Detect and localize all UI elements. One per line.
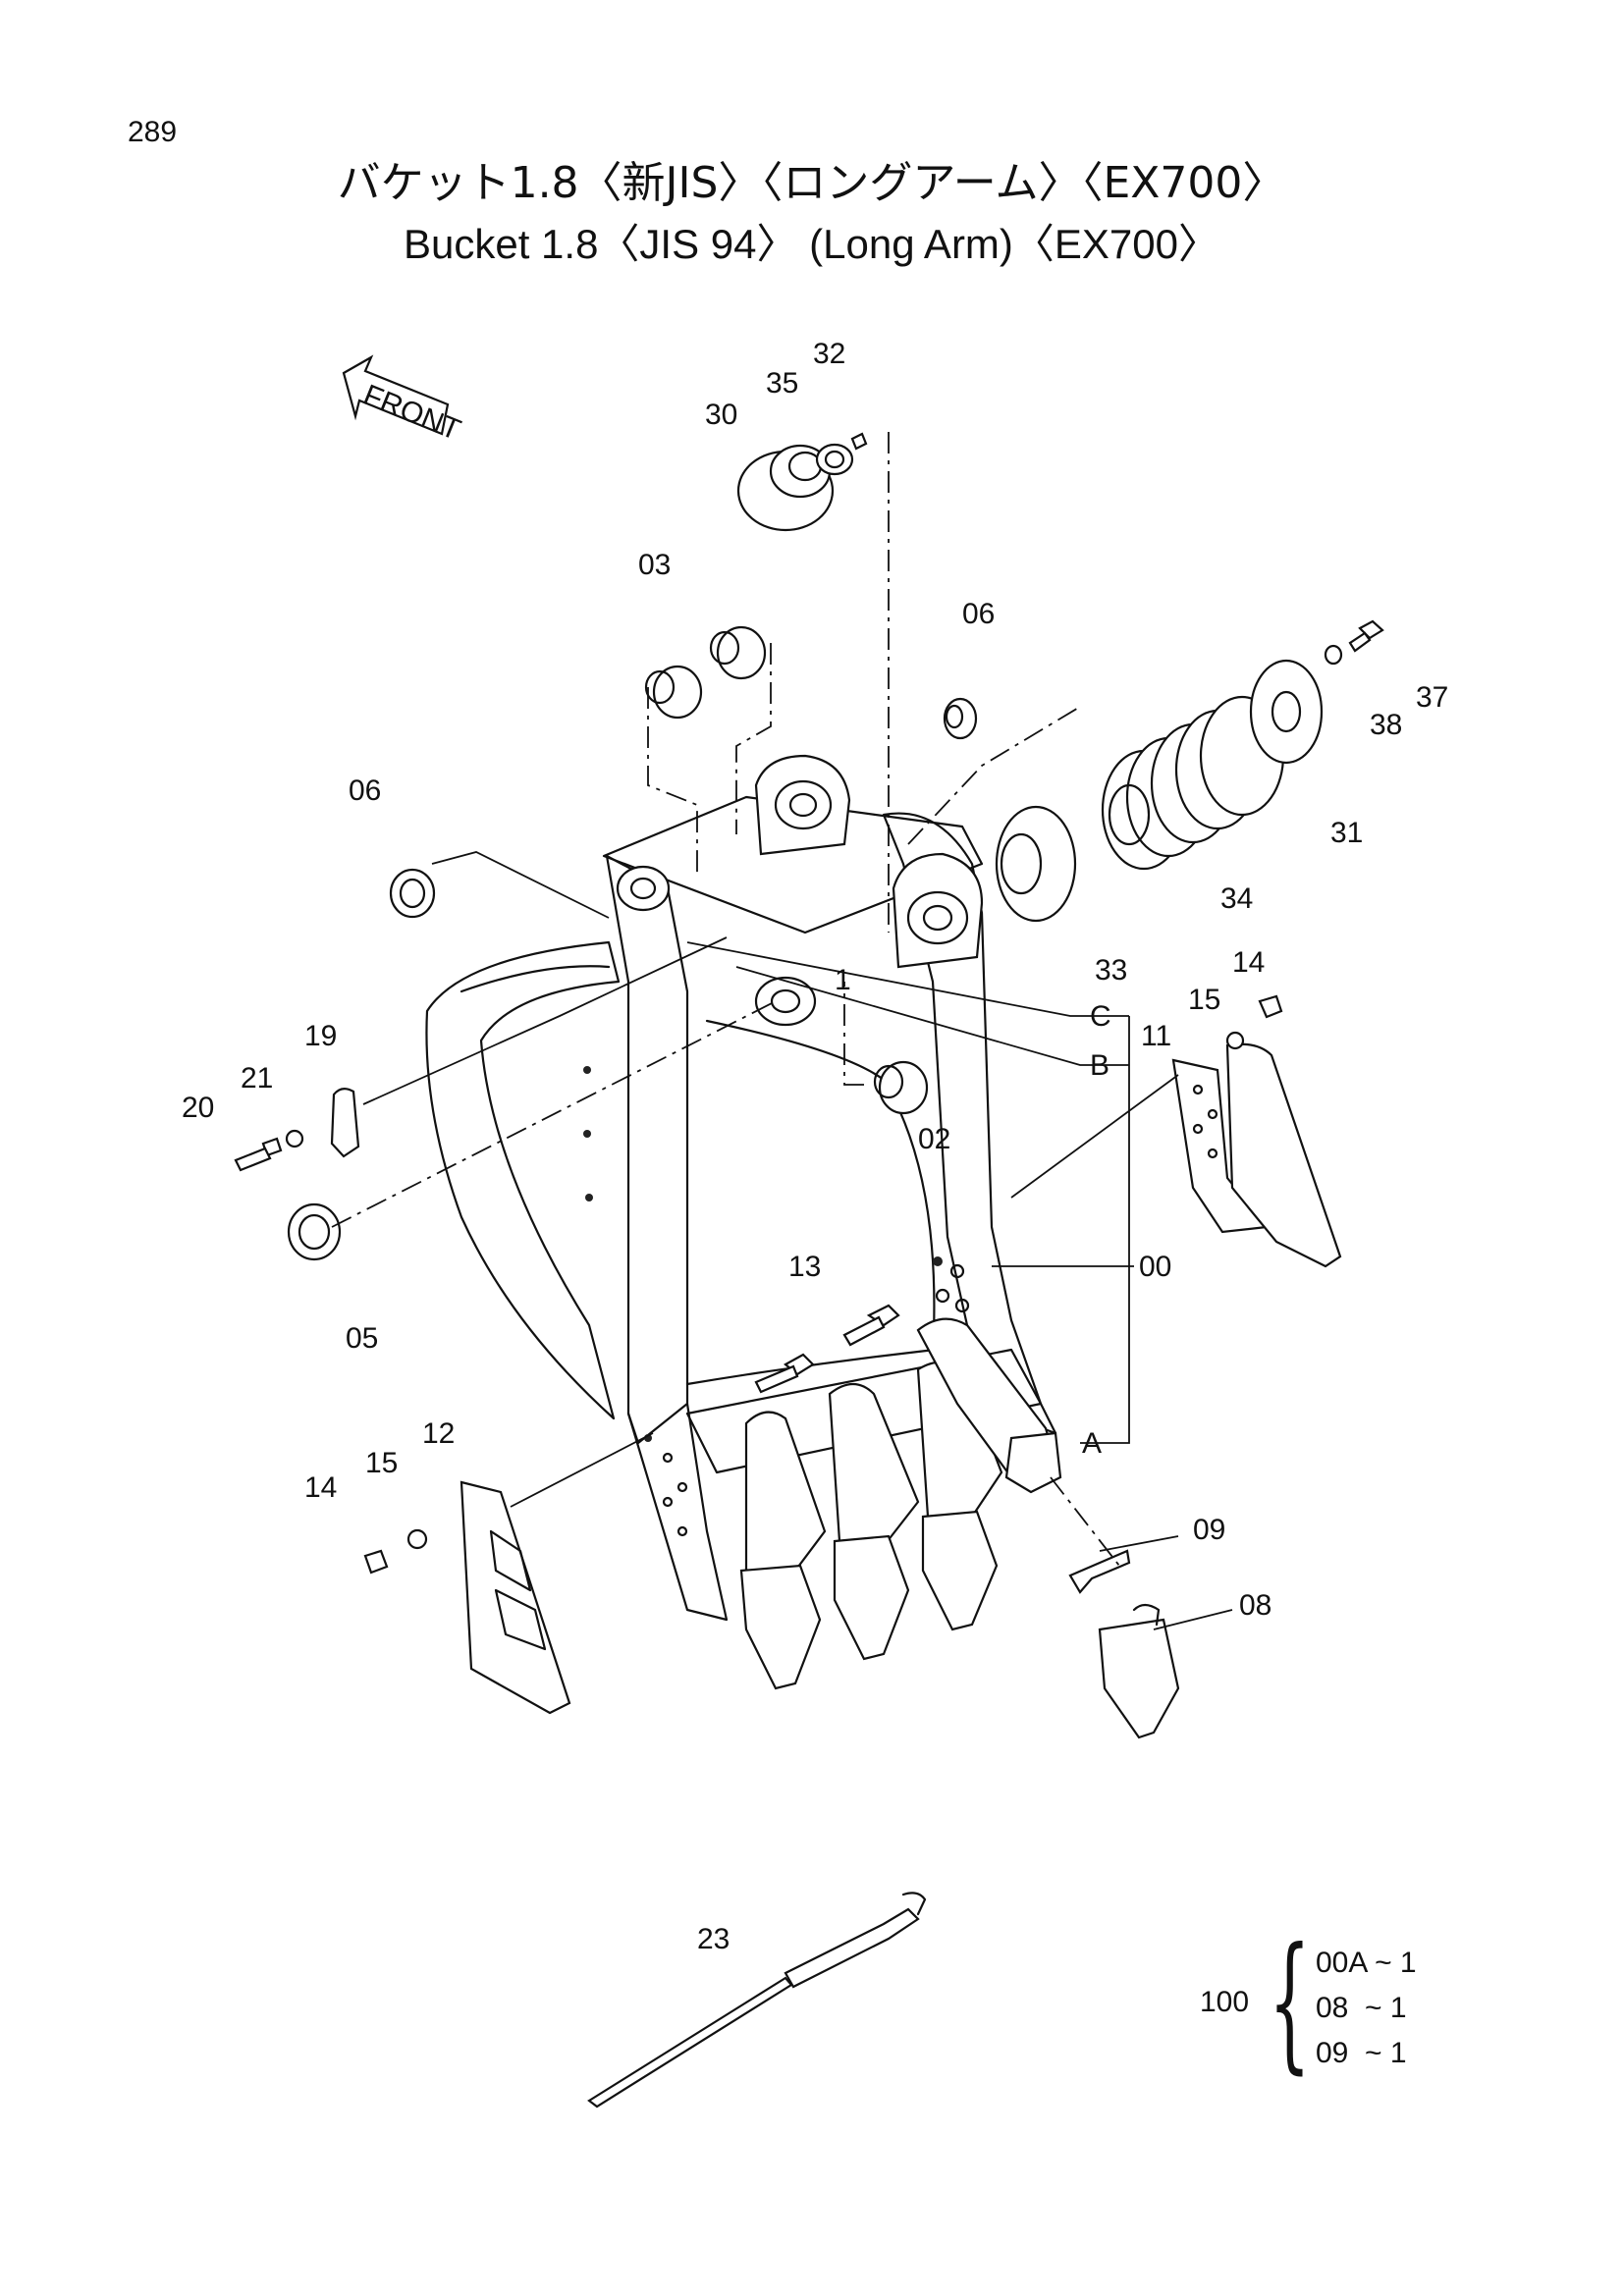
- callout-03: 03: [638, 549, 671, 581]
- callout-20: 20: [182, 1092, 214, 1124]
- assembly-part: 00A: [1316, 1947, 1367, 1979]
- callout-09: 09: [1193, 1514, 1225, 1546]
- callout-31: 31: [1330, 817, 1363, 849]
- callout-00: 00: [1139, 1251, 1171, 1283]
- callout-06-left: 06: [349, 774, 381, 807]
- callout-02: 02: [918, 1123, 950, 1155]
- callout-06-right: 06: [962, 598, 995, 630]
- title-english: Bucket 1.8〈JIS 94〉 (Long Arm)〈EX700〉: [403, 221, 1220, 267]
- callout-21: 21: [241, 1062, 273, 1095]
- assembly-legend: 100 { 00A ~ 1 08 ~ 1 09 ~ 1: [1200, 1929, 1455, 2076]
- bucket-body: [425, 754, 1342, 1715]
- assembly-qty: ~ 1: [1365, 2037, 1407, 2069]
- assembly-center-lines: [331, 432, 1120, 1567]
- assembly-items: 00A ~ 1 08 ~ 1 09 ~ 1: [1316, 1941, 1417, 2076]
- callout-1: 1: [835, 964, 851, 996]
- callout-37: 37: [1416, 681, 1448, 714]
- assembly-qty: ~ 1: [1375, 1947, 1417, 1979]
- page-number: 289: [128, 116, 178, 148]
- callout-13: 13: [788, 1251, 821, 1283]
- bucket-teeth: [739, 1304, 1180, 1739]
- callout-08: 08: [1239, 1589, 1271, 1622]
- callout-12: 12: [422, 1417, 455, 1450]
- callout-15-right: 15: [1188, 984, 1220, 1016]
- title-japanese: バケット1.8〈新JIS〉〈ロングアーム〉〈EX700〉: [337, 158, 1286, 208]
- callout-15-left: 15: [365, 1447, 398, 1479]
- callout-19: 19: [304, 1020, 337, 1052]
- loose-parts: [234, 432, 1384, 2109]
- callout-B: B: [1090, 1049, 1109, 1082]
- assembly-code: 100: [1200, 1986, 1250, 2018]
- callout-32: 32: [813, 338, 845, 370]
- brace-icon: {: [1269, 1917, 1311, 2088]
- callout-38: 38: [1370, 709, 1402, 741]
- callout-05: 05: [346, 1322, 378, 1355]
- callout-23: 23: [697, 1923, 730, 1955]
- callout-leaders: [362, 851, 1233, 1630]
- assembly-item: 08 ~ 1: [1316, 1986, 1417, 2031]
- callout-C: C: [1090, 1000, 1111, 1033]
- assembly-qty: ~ 1: [1365, 1992, 1407, 2024]
- assembly-item: 09 ~ 1: [1316, 2031, 1417, 2076]
- front-arrow-icon: FRONT: [342, 354, 465, 447]
- callout-14-left: 14: [304, 1471, 337, 1504]
- callout-14-right: 14: [1232, 946, 1265, 979]
- assembly-item: 00A ~ 1: [1316, 1941, 1417, 1986]
- callout-11: 11: [1141, 1020, 1171, 1052]
- callout-34: 34: [1220, 882, 1253, 915]
- callout-33: 33: [1095, 954, 1127, 987]
- callout-A: A: [1082, 1427, 1102, 1460]
- callout-35: 35: [766, 367, 798, 400]
- callout-labels: 32 35 30 03 06 06 37 38 31 34 33 14 15 1…: [182, 338, 1448, 1955]
- callout-30: 30: [705, 399, 737, 431]
- assembly-part: 08: [1316, 1992, 1349, 2024]
- assembly-part: 09: [1316, 2037, 1349, 2069]
